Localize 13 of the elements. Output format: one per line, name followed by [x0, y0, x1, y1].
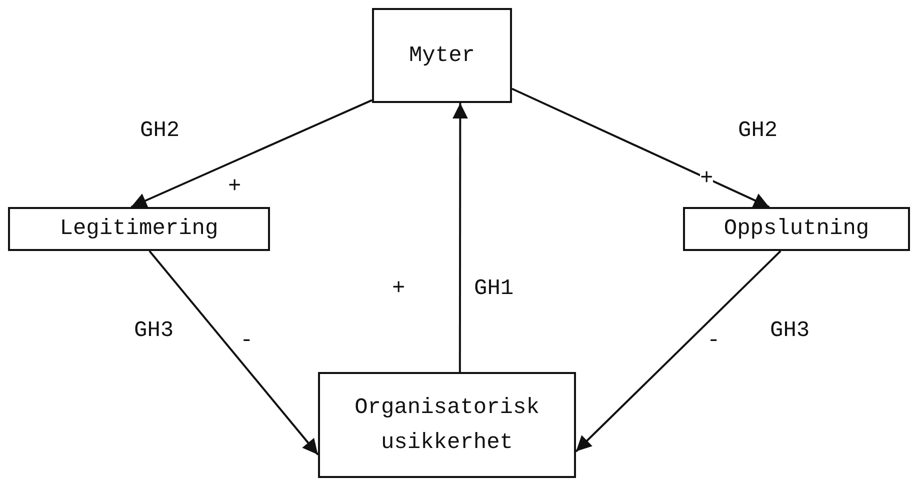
arrow — [512, 88, 770, 208]
concept-box — [372, 8, 512, 103]
box-label: Organisatorisk usikkerhet — [354, 394, 540, 457]
arrow — [452, 103, 468, 372]
box-label: Oppslutning — [724, 215, 870, 244]
arrow — [575, 250, 782, 452]
concept-box — [683, 207, 910, 251]
box-label: Myter — [408, 42, 475, 70]
concept-box — [8, 207, 270, 251]
arrow — [130, 99, 372, 208]
box-label: Legitimering — [60, 215, 218, 244]
concept-box — [318, 372, 576, 478]
arrow — [148, 250, 319, 456]
